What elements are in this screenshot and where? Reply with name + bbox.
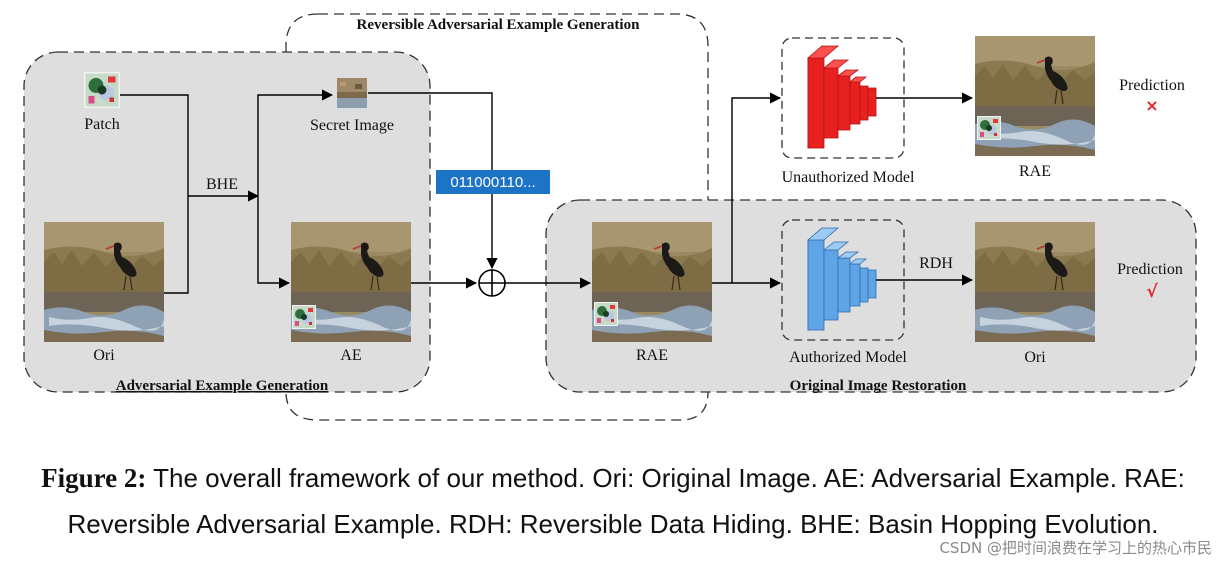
rdh-label: RDH bbox=[919, 255, 953, 272]
patch-on-ae bbox=[292, 305, 316, 329]
framework-diagram: Reversible Adversarial Example Generatio… bbox=[23, 13, 1197, 421]
secret-image-label: Secret Image bbox=[310, 117, 394, 134]
prediction-label-top: Prediction bbox=[1119, 77, 1185, 94]
ae-label: AE bbox=[340, 347, 361, 364]
xor-operator-icon bbox=[478, 269, 506, 297]
rae-label-center: RAE bbox=[636, 347, 668, 364]
caption-line-1-text: The overall framework of our method. Ori… bbox=[146, 463, 1185, 493]
secret-to-xor bbox=[368, 92, 498, 270]
rae-label-top: RAE bbox=[1019, 163, 1051, 180]
reversible-generation-panel bbox=[285, 13, 709, 421]
watermark: CSDN @把时间浪费在学习上的热心市民 bbox=[939, 539, 1212, 557]
branch-to-secret bbox=[257, 89, 334, 196]
original-restoration-title: Original Image Restoration bbox=[790, 378, 967, 394]
patch-connector bbox=[120, 94, 189, 294]
patch-on-rae-top bbox=[977, 116, 1001, 140]
authorized-model-label: Authorized Model bbox=[789, 349, 907, 366]
original-image-left bbox=[44, 222, 164, 342]
reversible-generation-title: Reversible Adversarial Example Generatio… bbox=[357, 17, 641, 33]
figure-caption: Figure 2: The overall framework of our m… bbox=[0, 455, 1226, 547]
ori-label-right: Ori bbox=[1024, 349, 1046, 366]
adversarial-generation-title: Adversarial Example Generation bbox=[116, 378, 329, 394]
bhe-label: BHE bbox=[206, 176, 238, 193]
caption-line-1: Figure 2: The overall framework of our m… bbox=[0, 455, 1226, 501]
prediction-label-bottom: Prediction bbox=[1117, 261, 1183, 278]
patch-image bbox=[84, 72, 120, 108]
patch-label: Patch bbox=[84, 116, 120, 133]
figure-label: Figure 2: bbox=[41, 463, 147, 493]
original-image-right bbox=[975, 222, 1095, 342]
unauthorized-model-label: Unauthorized Model bbox=[782, 169, 915, 186]
rae-to-unauth bbox=[731, 92, 782, 283]
branch-to-ae bbox=[257, 196, 291, 289]
bitstring-badge bbox=[436, 170, 550, 194]
caption-line-2: Reversible Adversarial Example. RDH: Rev… bbox=[67, 509, 1159, 539]
patch-on-rae-center bbox=[594, 302, 618, 326]
right-mark-icon: √ bbox=[1146, 282, 1158, 302]
wrong-mark-icon: × bbox=[1145, 96, 1158, 115]
authorized-network-icon bbox=[806, 227, 877, 331]
secret-image bbox=[337, 78, 367, 108]
bitstring-text: 011000110... bbox=[450, 174, 535, 191]
unauthorized-network-icon bbox=[806, 45, 877, 149]
ori-label-left: Ori bbox=[93, 347, 115, 364]
